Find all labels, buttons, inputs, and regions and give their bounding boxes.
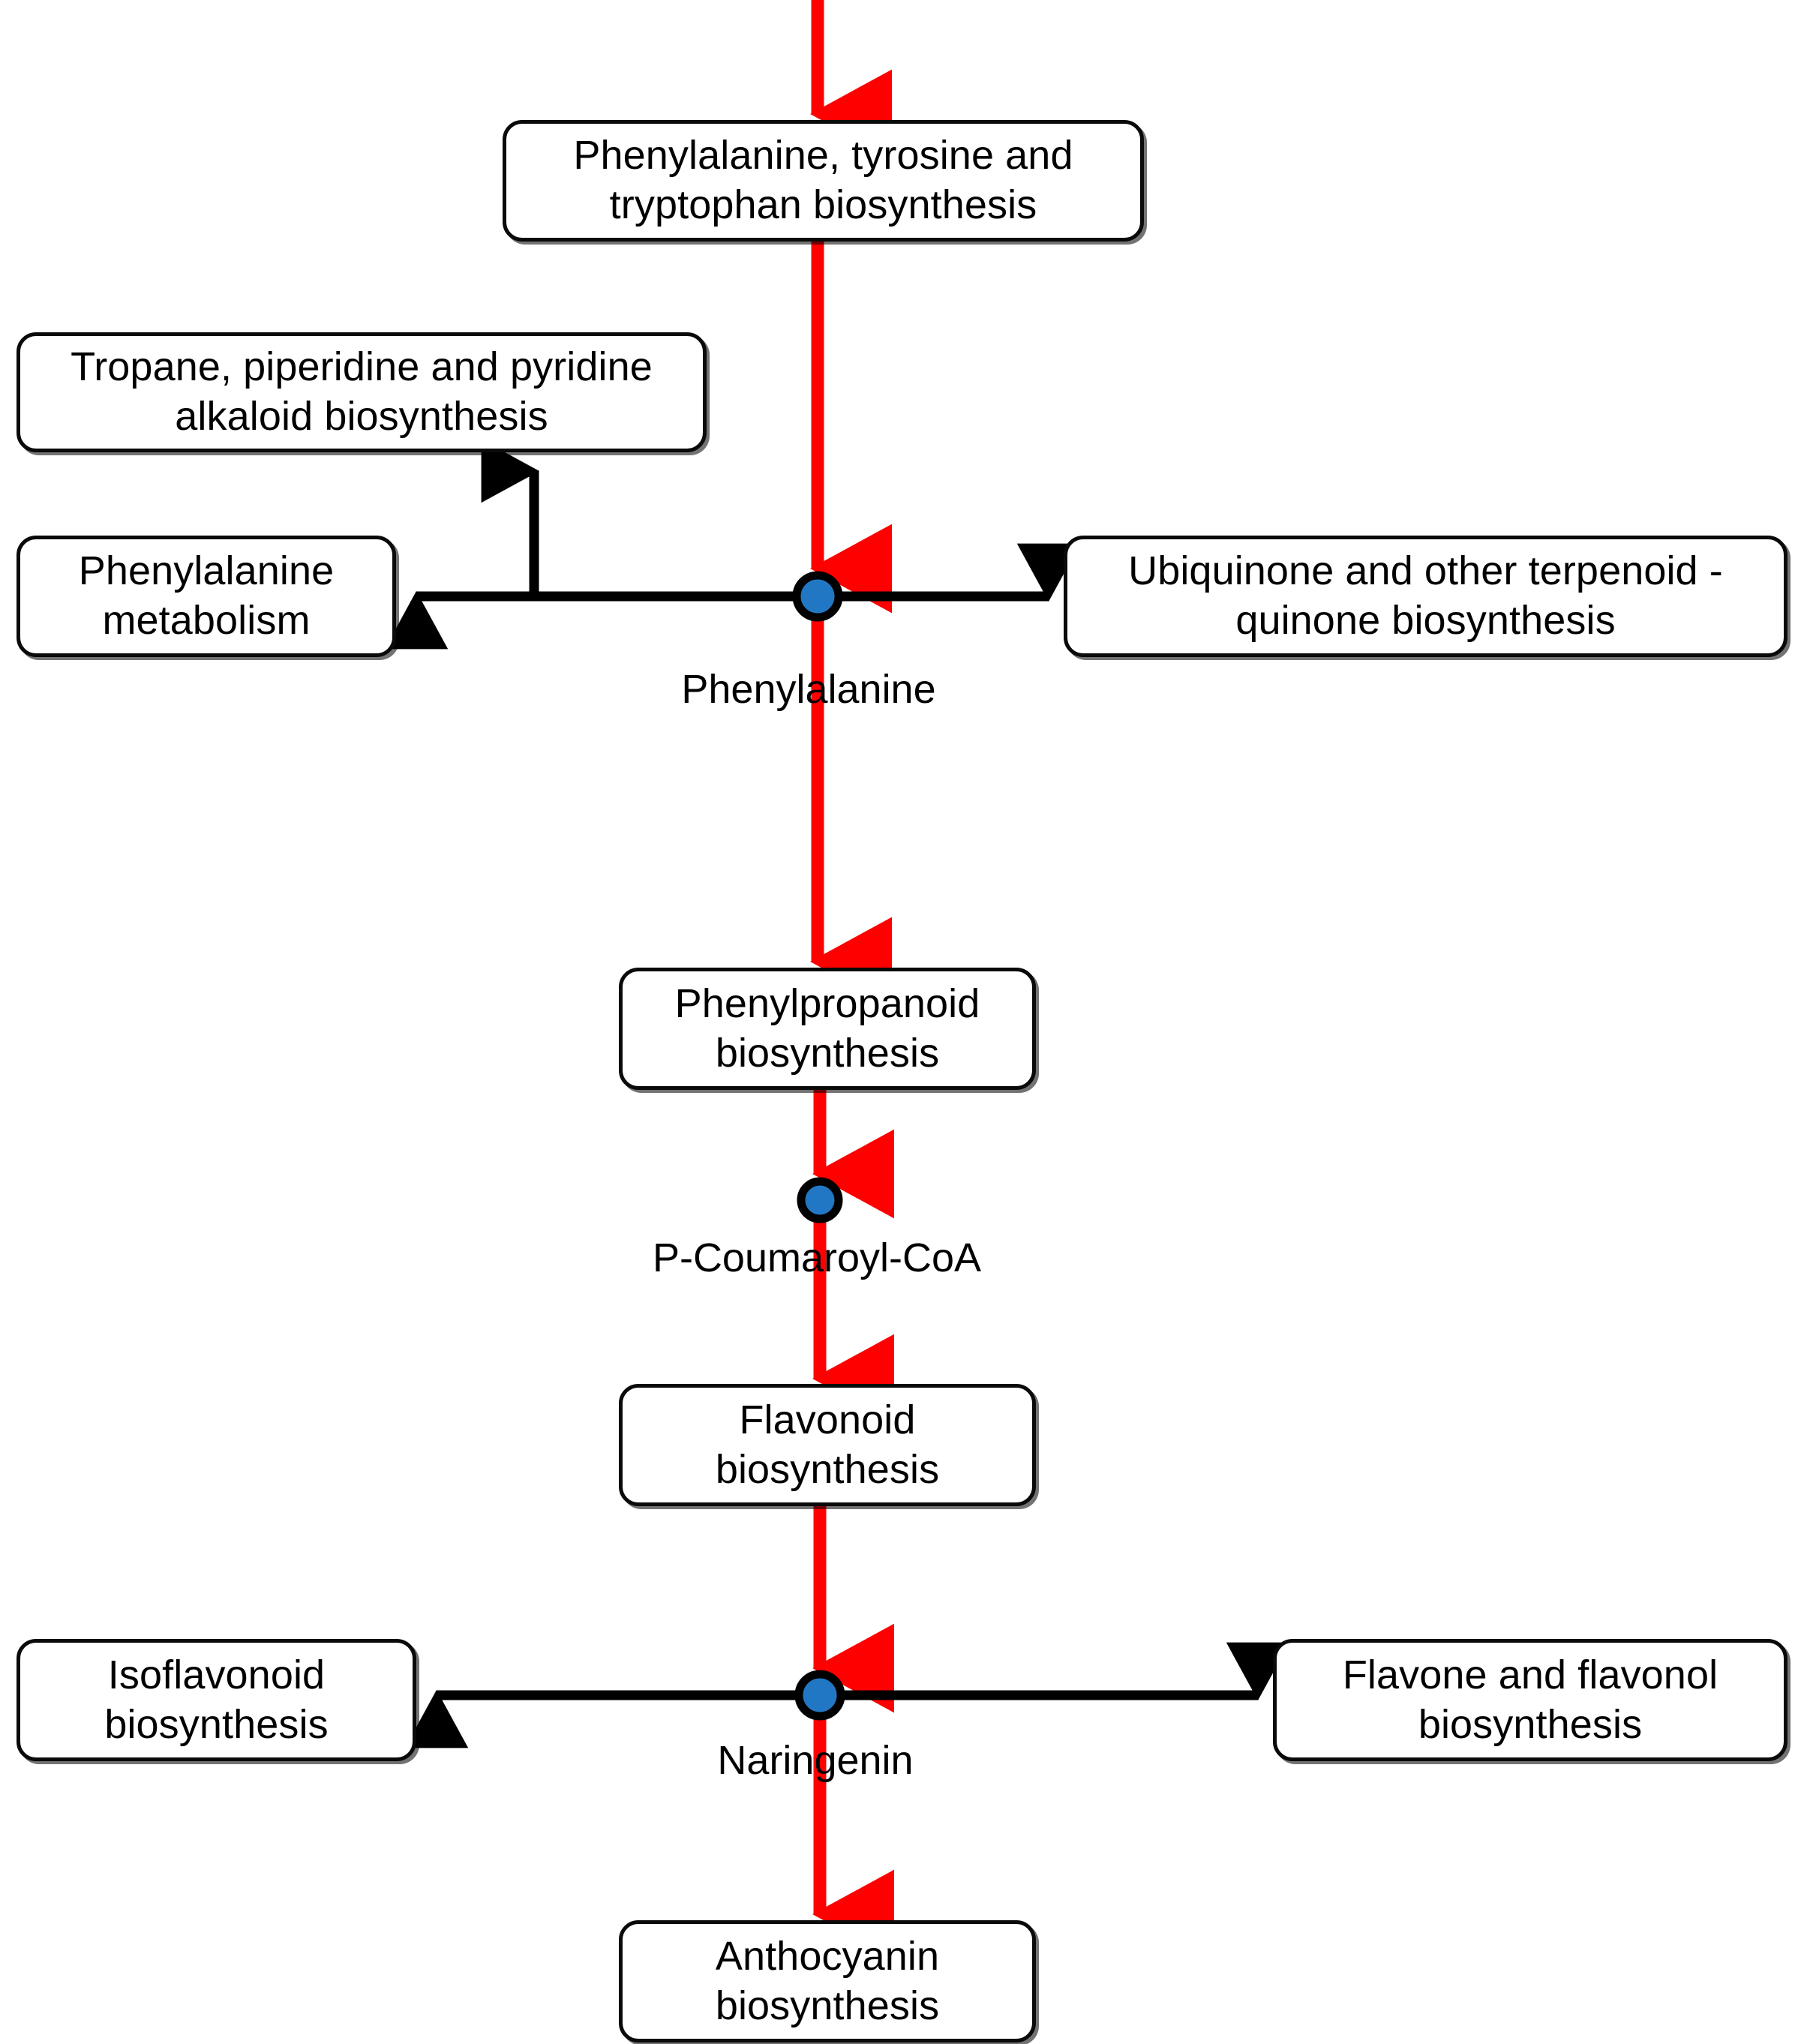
pathway-box-phenylalanine-metabolism[interactable]: Phenylalanine metabolism — [17, 536, 396, 657]
metabolite-label-naringenin: Naringenin — [717, 1738, 914, 1783]
metabolite-node-phenylalanine[interactable] — [792, 571, 843, 622]
metabolite-node-naringenin[interactable] — [794, 1670, 845, 1721]
pathway-box-ubiquinone[interactable]: Ubiquinone and other terpenoid - quinone… — [1064, 536, 1787, 657]
main-flux-arrows — [810, 0, 895, 1959]
pathway-box-flavone-flavonol[interactable]: Flavone and flavonol biosynthesis — [1273, 1639, 1787, 1761]
pathway-box-isoflavonoid[interactable]: Isoflavonoid biosynthesis — [17, 1639, 416, 1761]
metabolite-label-p-coumaroyl-coa: P-Coumaroyl-CoA — [652, 1235, 982, 1280]
pathway-box-flavonoid[interactable]: Flavonoid biosynthesis — [619, 1384, 1036, 1506]
pathway-box-label: Flavonoid biosynthesis — [715, 1397, 940, 1492]
pathway-box-label: Phenylpropanoid biosynthesis — [674, 980, 980, 1076]
pathway-box-label: Phenylalanine, tyrosine and tryptophan b… — [573, 133, 1073, 227]
pathway-box-label: Anthocyanin biosynthesis — [715, 1933, 940, 2028]
pathway-box-phenylpropanoid[interactable]: Phenylpropanoid biosynthesis — [619, 968, 1036, 1090]
metabolite-node-p-coumaroyl-coa[interactable] — [797, 1177, 843, 1223]
pathway-box-label: Ubiquinone and other terpenoid - quinone… — [1128, 548, 1723, 643]
metabolite-nodes — [792, 571, 845, 1721]
pathway-box-label: Flavone and flavonol biosynthesis — [1342, 1652, 1718, 1747]
pathway-box-anthocyanin[interactable]: Anthocyanin biosynthesis — [619, 1920, 1036, 2042]
pathway-box-tropane[interactable]: Tropane, piperidine and pyridine alkaloi… — [17, 332, 707, 452]
branch-arrows — [384, 439, 1290, 1748]
pathway-box-label: Isoflavonoid biosynthesis — [104, 1652, 329, 1747]
pathway-box-label: Tropane, piperidine and pyridine alkaloi… — [71, 344, 653, 439]
pathway-box-label: Phenylalanine metabolism — [78, 548, 335, 643]
pathway-box-phe-tyr-trp[interactable]: Phenylalanine, tyrosine and tryptophan b… — [503, 120, 1144, 242]
metabolite-label-phenylalanine: Phenylalanine — [681, 667, 936, 712]
